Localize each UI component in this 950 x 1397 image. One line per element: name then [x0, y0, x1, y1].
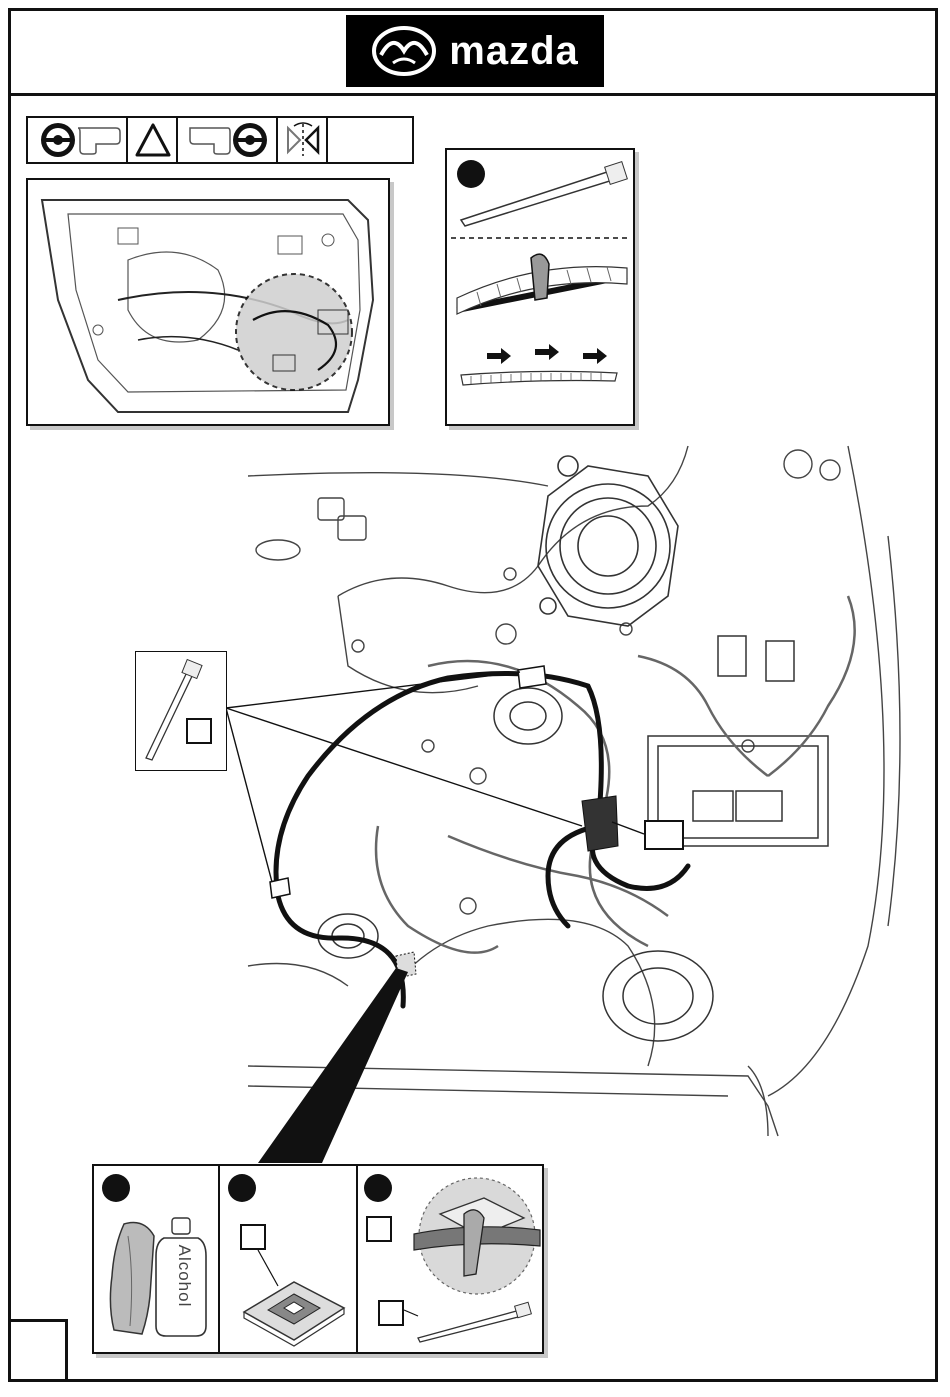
adhesive-mount-icon [234, 1256, 354, 1346]
step-3-marker [364, 1174, 392, 1202]
part-callout-mount-detail [366, 1216, 392, 1242]
harness-mount-detail-icon [414, 1174, 540, 1298]
step-divider-1 [218, 1166, 220, 1352]
tie-callout-panel [135, 651, 227, 771]
mounting-steps-panel: Alcohol [92, 1164, 544, 1354]
part-callout-tie-detail [378, 1300, 404, 1326]
cable-tie-icon [136, 652, 226, 770]
cable-tie-icon [404, 1302, 534, 1342]
step-divider-2 [356, 1166, 358, 1352]
page-number-box [8, 1319, 68, 1382]
step-1-marker [102, 1174, 130, 1202]
step-2-marker [228, 1174, 256, 1202]
part-callout-mount [240, 1224, 266, 1250]
part-callout-tie [186, 718, 212, 744]
alcohol-label: Alcohol [174, 1240, 194, 1312]
part-callout-connector [644, 820, 684, 850]
